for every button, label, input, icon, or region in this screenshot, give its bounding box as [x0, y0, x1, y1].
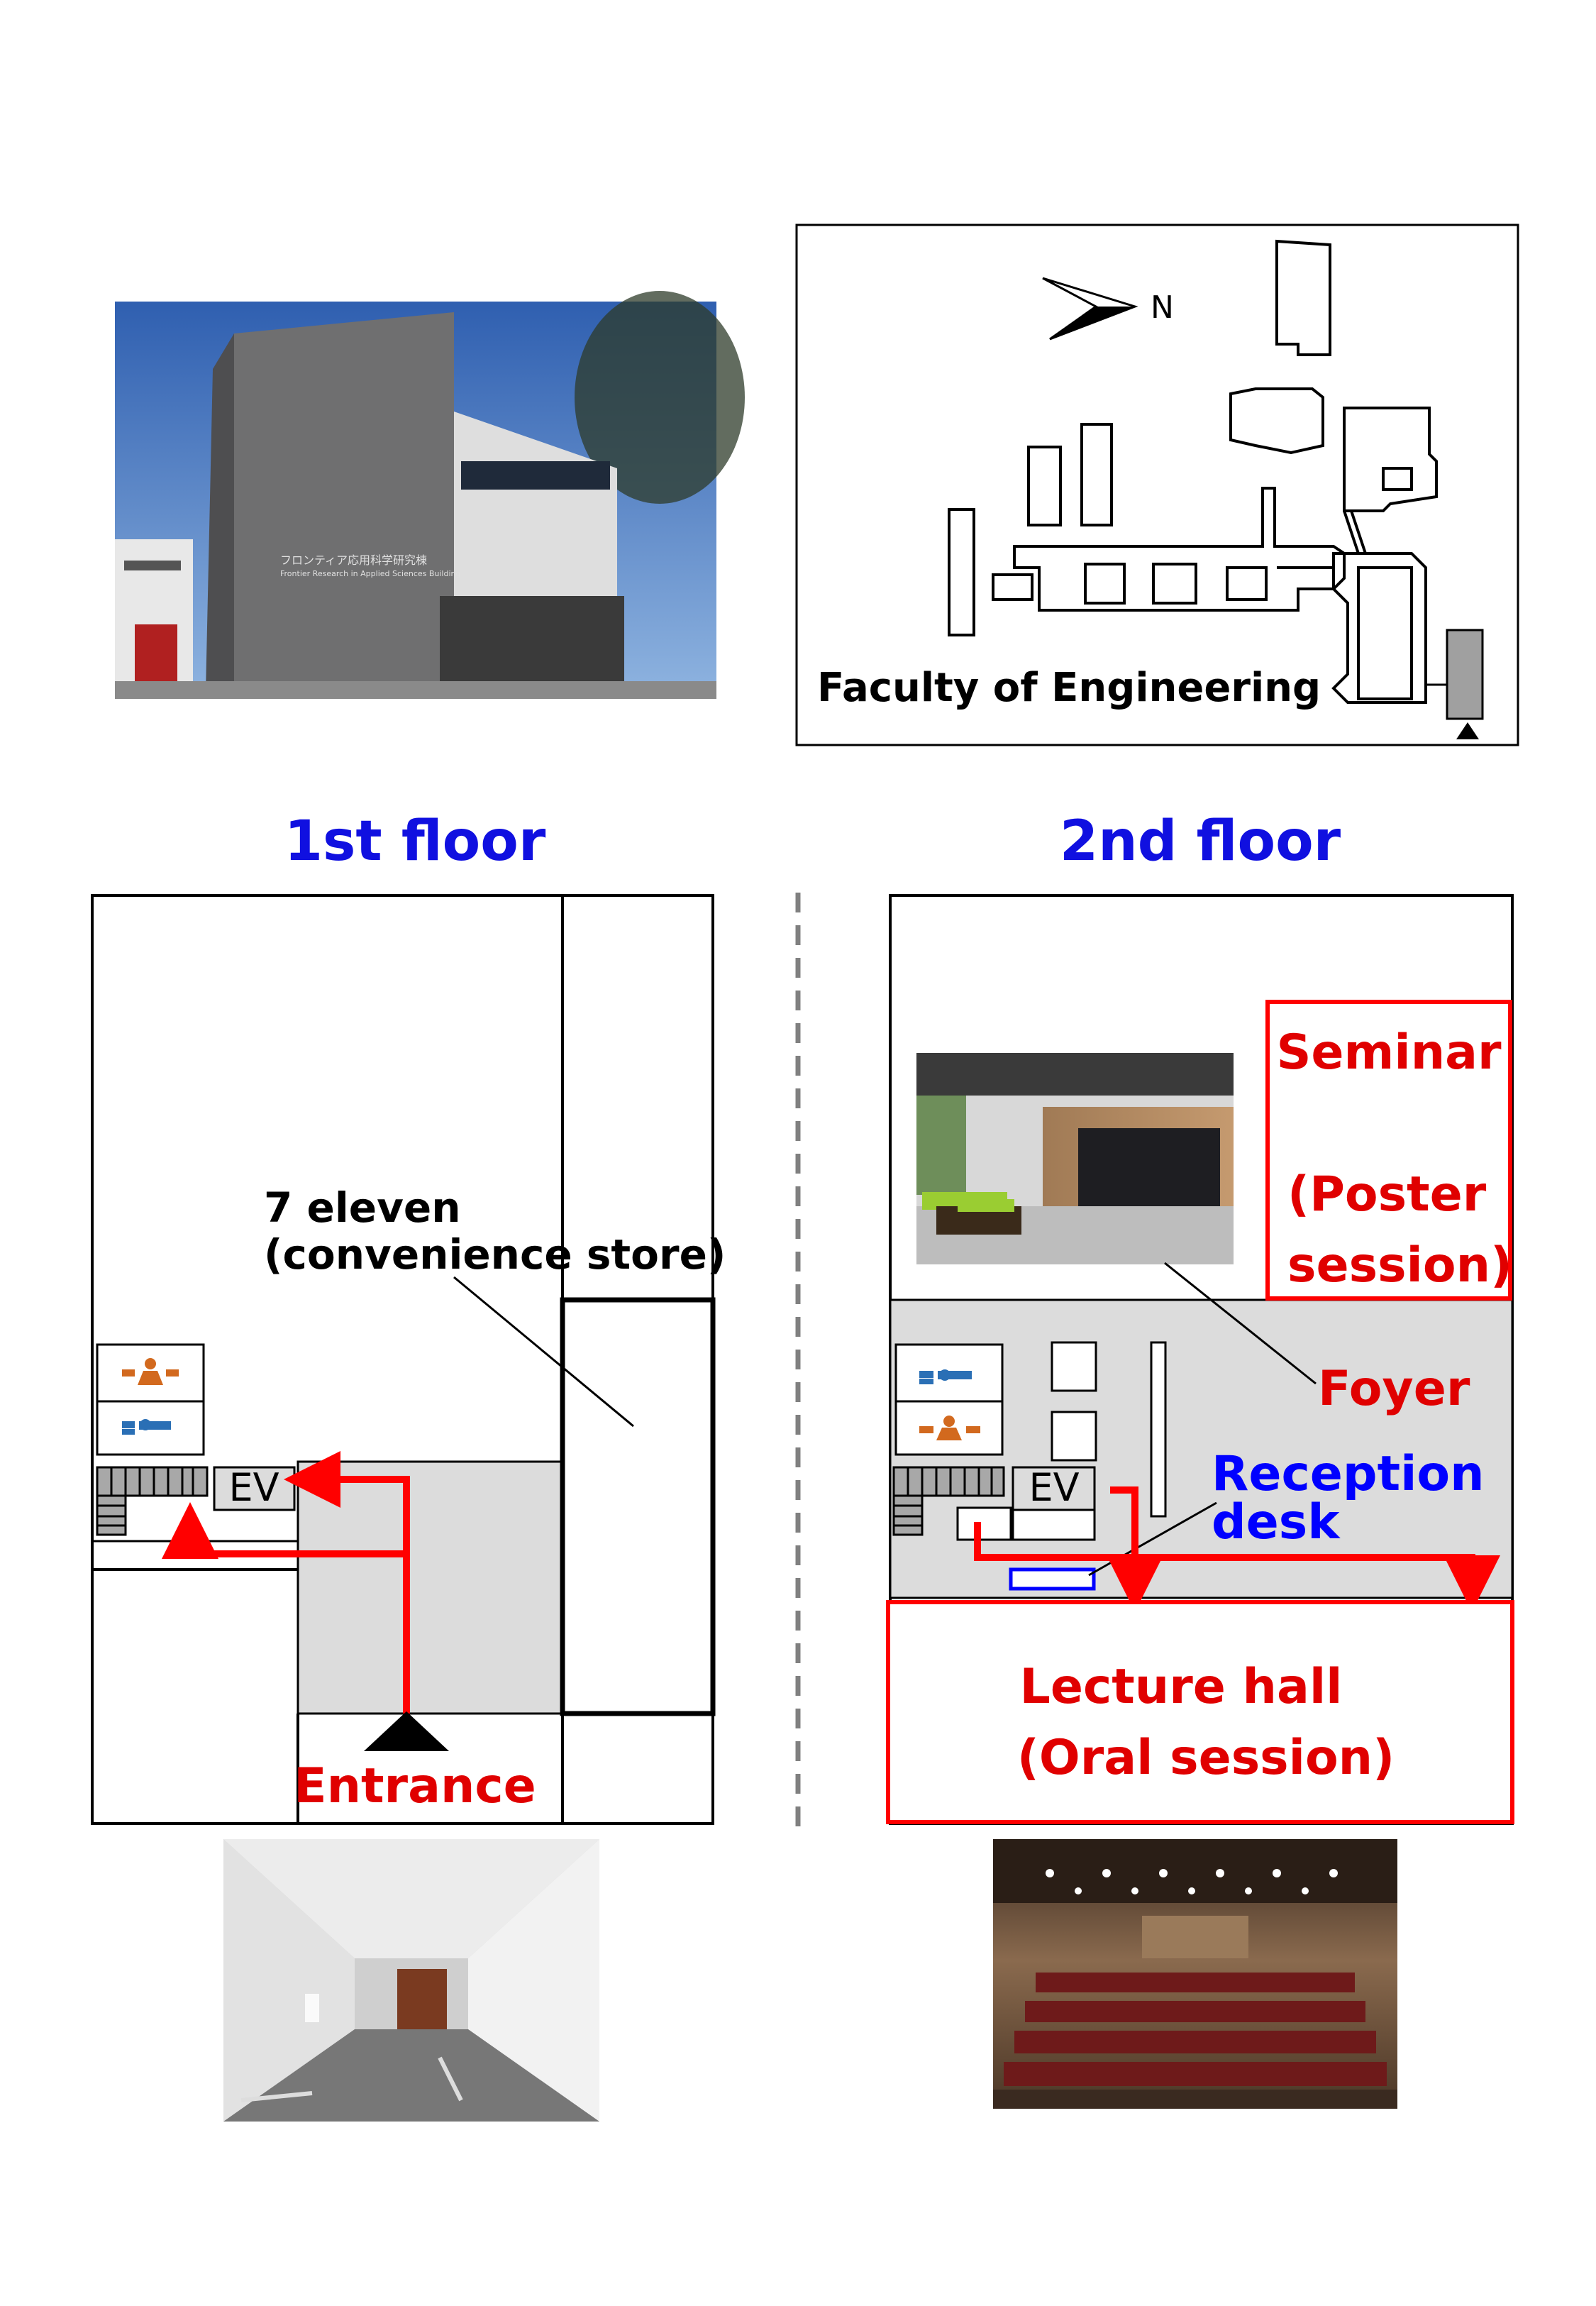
floor1-elevator — [213, 1466, 296, 1511]
floor1-plan: EV Entrance 7 eleven (convenience store) — [91, 894, 726, 1825]
foyer-label: Foyer — [1318, 1361, 1470, 1417]
seminar-label-line2: (Poster — [1287, 1166, 1487, 1223]
store-label-line1: 7 eleven — [264, 1184, 461, 1232]
female-restroom-icon — [919, 1416, 980, 1440]
store-leader-line — [453, 1276, 634, 1428]
building-entrance-marker-icon — [1456, 722, 1479, 739]
floor1-route — [162, 1451, 410, 1714]
entrance-label: Entrance — [294, 1758, 536, 1814]
campus-map: N — [795, 224, 1519, 746]
reception-label-line2: desk — [1212, 1494, 1341, 1550]
reception-label-line1: Reception — [1212, 1446, 1485, 1502]
convenience-store-area — [560, 1297, 716, 1716]
reception-desk — [1009, 1567, 1096, 1591]
svg-text:フロンティア応用科学研究棟: フロンティア応用科学研究棟 — [280, 553, 427, 567]
north-arrow-icon — [1042, 277, 1138, 341]
foyer-photo — [916, 1053, 1234, 1264]
floor1-corridor — [297, 1460, 564, 1715]
svg-text:Frontier Research in Applied S: Frontier Research in Applied Sciences Bu… — [280, 569, 460, 578]
lecture-label-line1: Lecture hall — [1020, 1659, 1343, 1715]
foyer-leader-line — [1164, 1262, 1317, 1385]
floor2-elevator-label: EV — [1029, 1465, 1079, 1510]
seminar-room — [1265, 1000, 1512, 1301]
floor2-heading: 2nd floor — [1060, 810, 1341, 873]
stairs-icon — [892, 1466, 1005, 1536]
floor2-plan: Seminar (Poster session) Foyer — [886, 894, 1514, 1825]
floor1-interior-photo — [223, 1839, 599, 2122]
floor1-heading: 1st floor — [284, 810, 546, 873]
lecture-hall-photo — [993, 1839, 1397, 2109]
store-label-line2: (convenience store) — [264, 1230, 726, 1279]
seminar-label-line3: session) — [1287, 1237, 1512, 1293]
floor2-route — [974, 1486, 1500, 1612]
male-restroom-icon — [122, 1419, 171, 1435]
floor1-elevator-label: EV — [228, 1465, 279, 1510]
male-restroom-icon — [919, 1369, 972, 1384]
seminar-label-line1: Seminar — [1276, 1025, 1502, 1081]
lecture-hall — [886, 1600, 1514, 1824]
female-restroom-icon — [122, 1358, 179, 1385]
campus-map-title: Faculty of Engineering — [817, 665, 1321, 711]
lecture-label-line2: (Oral session) — [1017, 1730, 1395, 1786]
entrance-marker-icon — [364, 1711, 449, 1751]
stairs-icon — [96, 1466, 209, 1536]
floor2-elevator — [1012, 1466, 1096, 1511]
north-label: N — [1151, 289, 1174, 326]
building-exterior-photo: フロンティア応用科学研究棟 Frontier Research in Appli… — [115, 291, 745, 699]
